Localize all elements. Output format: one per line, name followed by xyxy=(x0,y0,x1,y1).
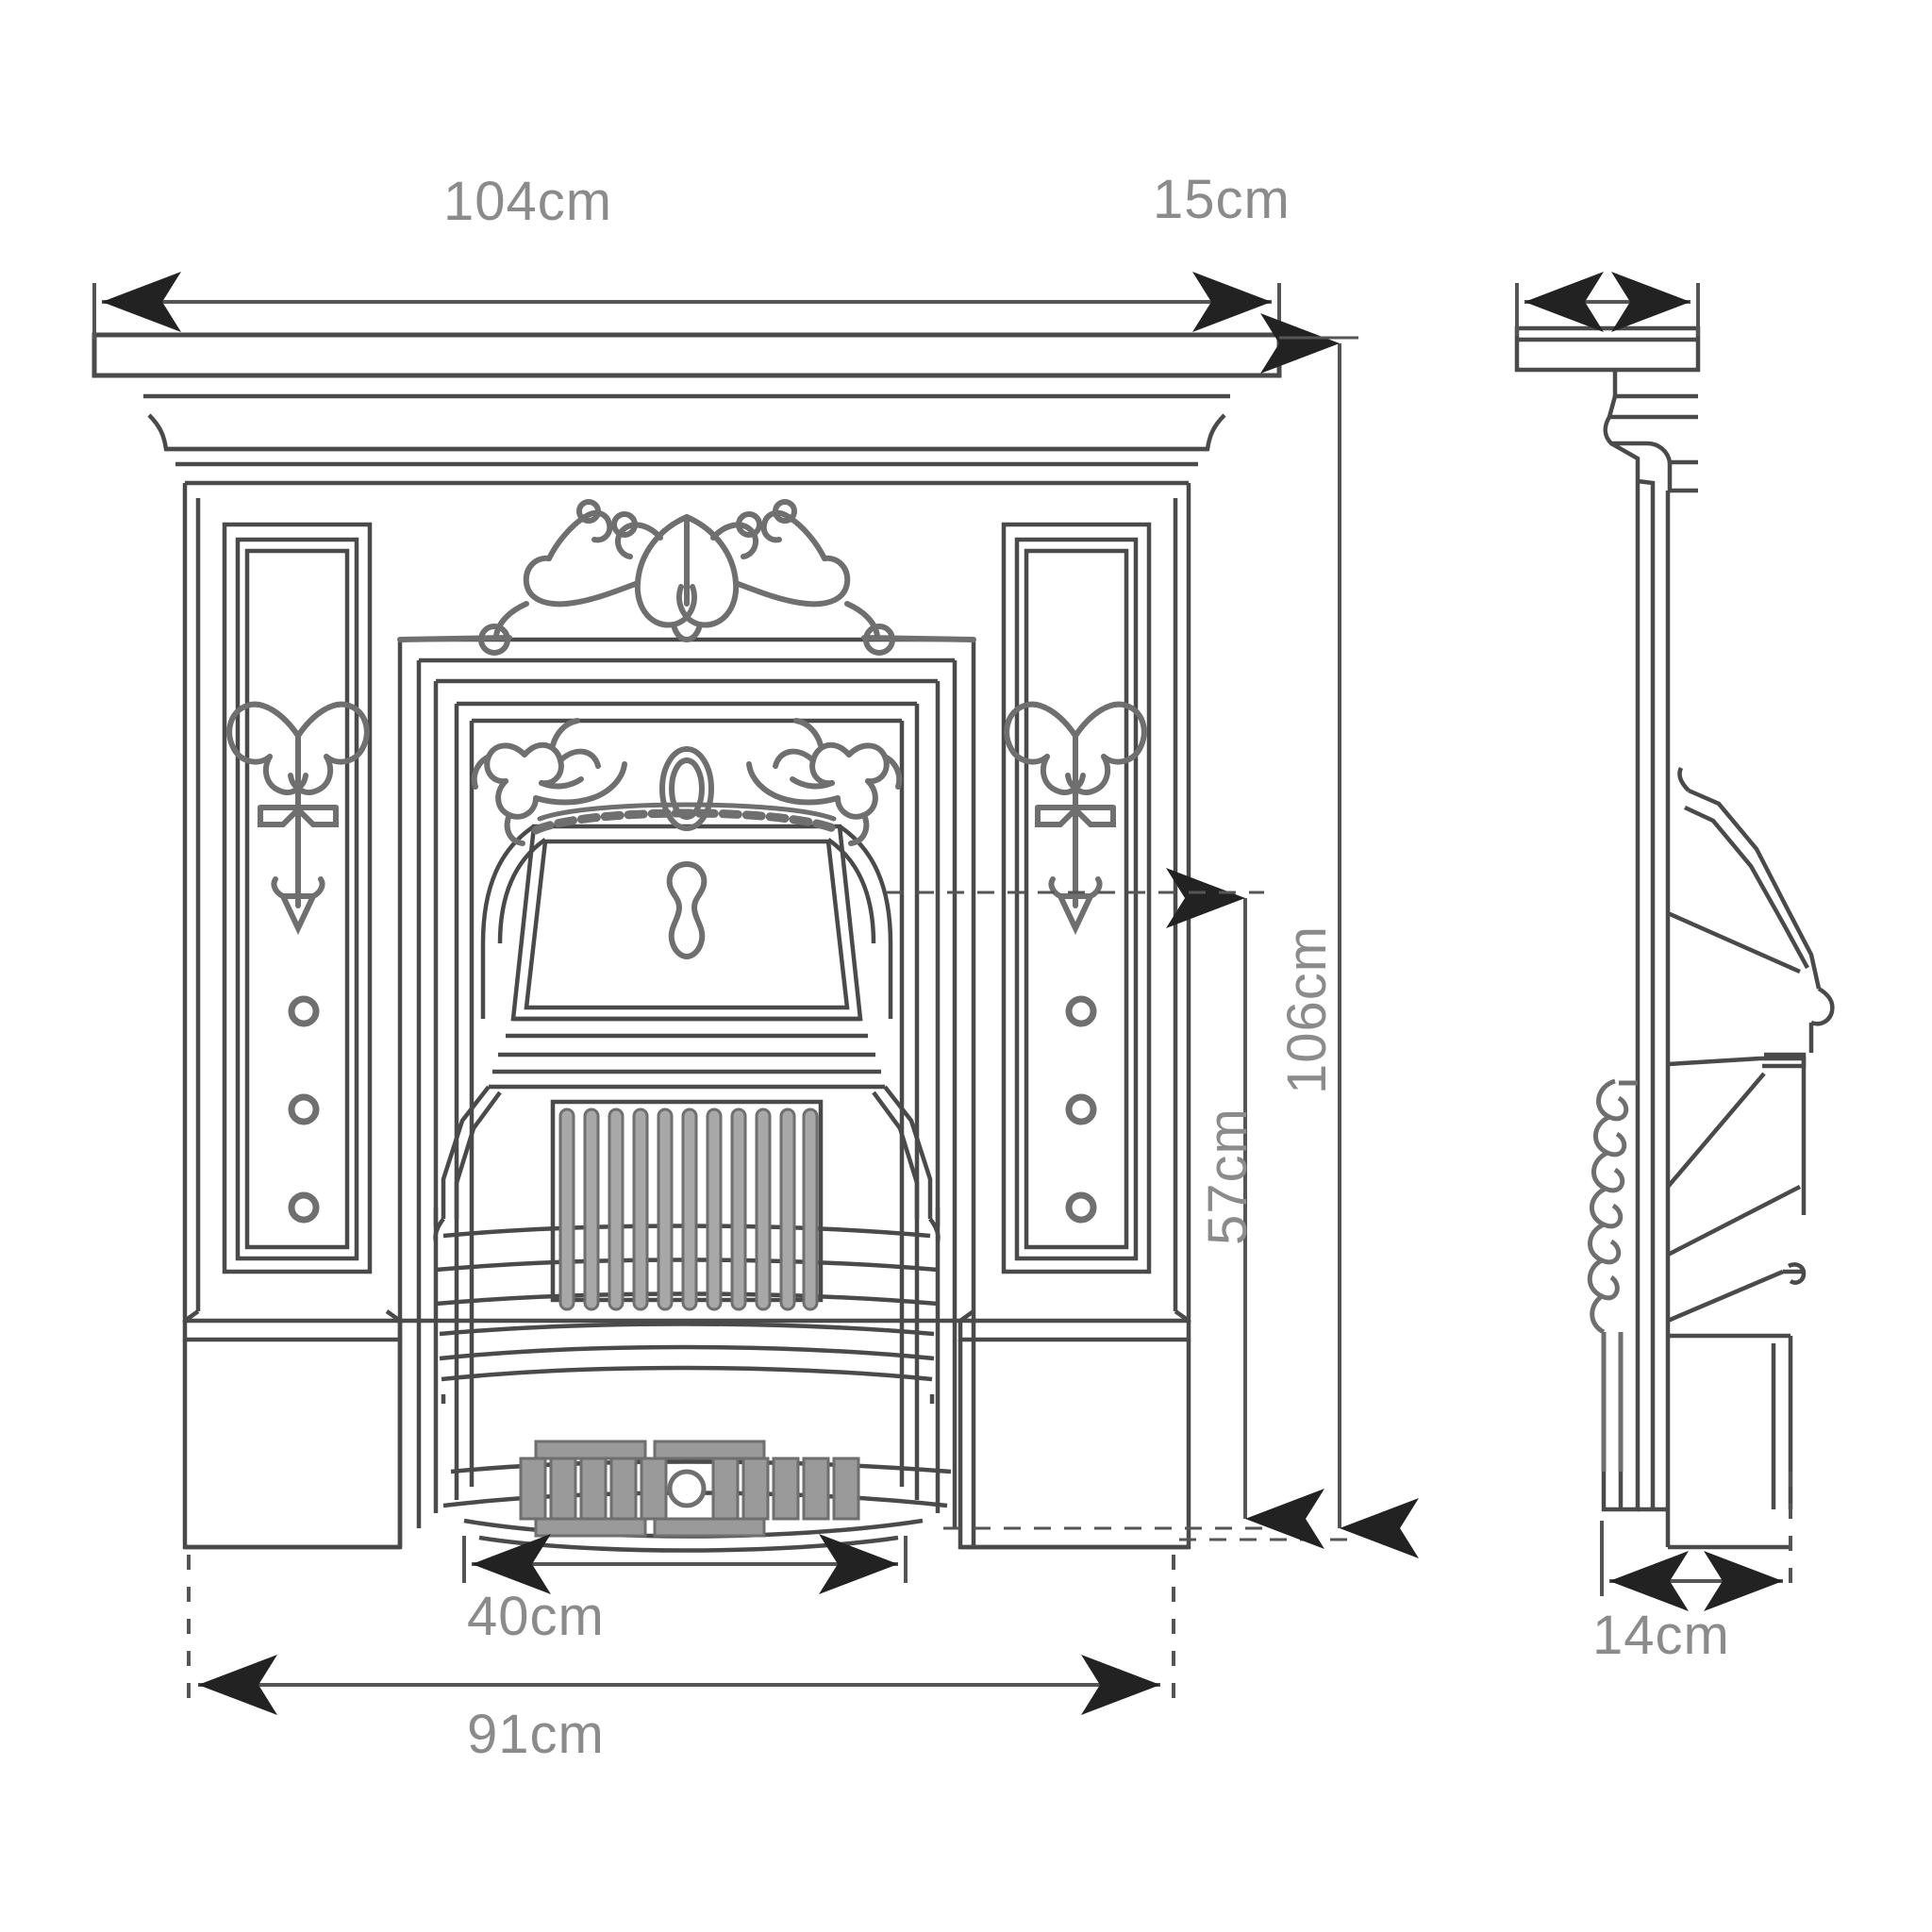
canopy-flare xyxy=(480,824,893,1019)
hood-canopy-frame xyxy=(397,637,976,1547)
front-dimension-lines xyxy=(92,272,1419,1715)
dim-91cm xyxy=(187,1555,1175,1715)
central-crest-ornament xyxy=(397,499,976,656)
dimension-label-opening-width: 40cm xyxy=(467,1586,605,1647)
fire-grate-frame xyxy=(550,1099,824,1303)
right-pilaster-ornament xyxy=(1004,701,1147,936)
cornice-mouldings xyxy=(140,373,1234,486)
keyhole-motif xyxy=(666,860,708,960)
dimension-label-body-width: 91cm xyxy=(467,1704,605,1765)
grate-side-arms xyxy=(433,1085,941,1242)
side-canopy-profile xyxy=(1666,766,1835,1509)
dimension-label-opening-height: 57cm xyxy=(1197,1108,1258,1245)
left-pilaster-panel xyxy=(222,522,373,1274)
grate-vertical-bars xyxy=(558,1108,819,1311)
dim-106cm xyxy=(1179,313,1419,1558)
dimension-label-overall-height: 106cm xyxy=(1276,924,1338,1094)
dimension-label-overall-width: 104cm xyxy=(443,171,613,232)
side-mantel-shelf xyxy=(1514,325,1701,373)
ash-fret-bars xyxy=(519,1440,860,1538)
left-pilaster-ornament xyxy=(226,701,370,936)
dimension-label-shelf-depth: 15cm xyxy=(1153,169,1291,230)
grate-top-mouldings xyxy=(489,1016,885,1090)
oval-medallion xyxy=(659,746,714,831)
cast-ornament-group xyxy=(226,499,1147,1220)
garland-swag xyxy=(531,802,842,835)
side-back-plate xyxy=(1635,481,1671,1547)
dim-57cm xyxy=(887,868,1324,1549)
right-foliate-spray xyxy=(746,718,903,846)
dim-40cm xyxy=(462,1534,908,1594)
left-foliate-spray xyxy=(471,718,627,846)
dimension-label-base-depth: 14cm xyxy=(1592,1605,1730,1666)
dim-14cm xyxy=(1600,1472,1792,1611)
side-cornice xyxy=(1603,370,1698,500)
side-dimension-lines xyxy=(1515,272,1792,1611)
right-pilaster-panel xyxy=(1001,522,1152,1274)
side-base-foot xyxy=(1601,1472,1790,1550)
hearth-shelf xyxy=(439,1344,935,1404)
side-rope-twist xyxy=(1587,1078,1638,1472)
dim-15cm xyxy=(1515,272,1700,336)
